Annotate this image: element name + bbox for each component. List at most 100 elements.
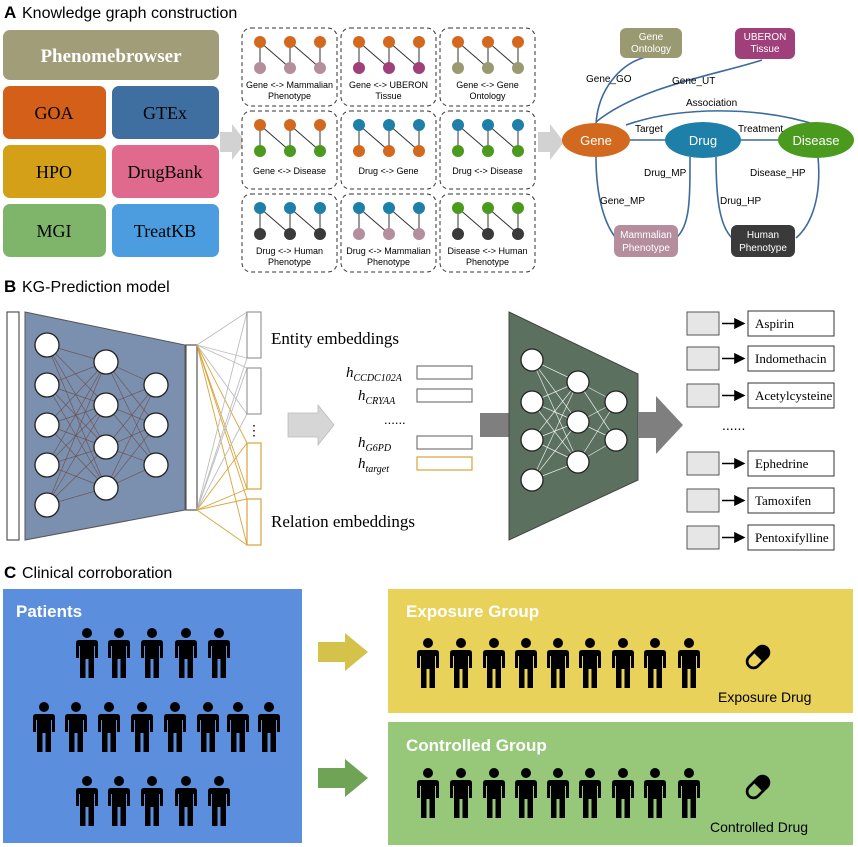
node-uberon-label-1: UBERON	[744, 32, 787, 43]
relation-node	[452, 145, 464, 157]
drug-score-box	[686, 383, 720, 408]
h-label: hCCDC102A	[346, 365, 403, 384]
relation-box-label: Gene <-> Mammalian	[246, 80, 333, 90]
h-label: htarget	[358, 456, 389, 475]
source-mgi-label: MGI	[37, 221, 72, 241]
relation-box-label: Drug <-> Mammalian	[346, 246, 431, 256]
relation-box-label: Phenotype	[268, 257, 311, 267]
neuron	[604, 390, 628, 414]
edge-label-treatment: Treatment	[738, 124, 783, 135]
relation-node	[353, 62, 365, 74]
relation-node	[314, 228, 326, 240]
arrow-relations-to-graph	[538, 124, 564, 160]
neuron	[520, 428, 544, 452]
node-drug-label: Drug	[689, 133, 717, 148]
relation-node	[353, 145, 365, 157]
relation-node	[512, 119, 524, 131]
drug-name: Tamoxifen	[755, 493, 812, 508]
arrow-sources-to-relations	[220, 124, 246, 160]
source-treatkb-label: TreatKB	[134, 221, 196, 241]
drug-score-box	[686, 346, 720, 371]
relation-node	[383, 119, 395, 131]
relation-box-label: Drug <-> Human	[256, 246, 323, 256]
relation-node	[353, 119, 365, 131]
relation-box-label: Phenotype	[367, 257, 410, 267]
relation-node	[254, 119, 266, 131]
neuron	[93, 434, 119, 460]
relation-vector-2	[246, 498, 262, 546]
relation-node	[482, 228, 494, 240]
drug-score-box	[686, 451, 720, 476]
relation-node	[383, 228, 395, 240]
relation-node	[254, 62, 266, 74]
relation-node	[254, 36, 266, 48]
relation-node	[482, 36, 494, 48]
neuron	[93, 349, 119, 375]
relation-node	[284, 36, 296, 48]
relation-node	[314, 145, 326, 157]
neuron	[566, 370, 590, 394]
vector-ellipsis: ⋮	[247, 422, 261, 438]
relation-node	[353, 202, 365, 214]
classifier-neurons	[520, 348, 628, 492]
edge-label-drug-hp: Drug_HP	[720, 196, 761, 207]
edge-label-gene-ut: Gene_UT	[672, 76, 715, 87]
relation-box-label: Gene <-> Disease	[253, 166, 326, 176]
encoder-body	[24, 311, 186, 541]
relation-box-label: Phenotype	[268, 91, 311, 101]
drug-name: Pentoxifylline	[755, 530, 829, 545]
entity-embedding-bar	[416, 365, 473, 380]
relation-node	[512, 36, 524, 48]
relation-node	[383, 202, 395, 214]
neuron	[143, 452, 169, 478]
neuron	[34, 412, 60, 438]
relation-vector-1	[246, 442, 262, 490]
relation-node	[413, 62, 425, 74]
relation-node	[353, 36, 365, 48]
relation-node	[413, 145, 425, 157]
neuron	[34, 452, 60, 478]
entity-vector-1	[246, 311, 262, 359]
relation-node	[314, 36, 326, 48]
node-disease-label: Disease	[793, 133, 840, 148]
exposure-drug-label: Exposure Drug	[718, 689, 811, 705]
entity-embedding-bar	[416, 435, 473, 450]
node-human-label-1: Human	[747, 230, 779, 241]
node-uberon-tissue	[735, 28, 795, 59]
relation-node	[284, 145, 296, 157]
relation-node	[413, 202, 425, 214]
drug-list-ellipsis: ......	[722, 417, 745, 433]
neuron	[34, 332, 60, 358]
panel-c-title: Clinical corroboration	[22, 565, 172, 582]
relation-node	[254, 202, 266, 214]
relation-embeddings-label: Relation embeddings	[271, 512, 415, 531]
neuron	[520, 348, 544, 372]
edge-label-target: Target	[635, 124, 663, 135]
relation-box-label: Drug <-> Gene	[358, 166, 418, 176]
relation-node	[482, 202, 494, 214]
node-mammalian-label-2: Phenotype	[622, 243, 670, 254]
relation-box-label: Ontology	[469, 91, 506, 101]
controlled-title: Controlled Group	[406, 736, 547, 755]
relation-node	[512, 145, 524, 157]
source-hpo-label: HPO	[36, 162, 72, 182]
relation-box-label: Gene <-> UBERON	[349, 80, 428, 90]
edge-drug-mp	[675, 156, 691, 239]
source-hpo-box	[3, 145, 106, 198]
kg-schema	[595, 55, 821, 239]
edge-gene-ut	[595, 59, 763, 123]
neuron	[566, 450, 590, 474]
relation-node	[383, 145, 395, 157]
relation-node	[284, 62, 296, 74]
relation-box-label: Disease <-> Human	[447, 246, 527, 256]
relation-node	[284, 228, 296, 240]
exposure-title: Exposure Group	[406, 602, 539, 621]
node-gene-ontology	[620, 28, 682, 58]
relation-node	[314, 119, 326, 131]
node-mammalian-phenotype	[614, 225, 678, 257]
drug-name-box	[747, 310, 835, 337]
drug-name-box	[747, 382, 835, 409]
encoder-neurons	[34, 332, 169, 518]
